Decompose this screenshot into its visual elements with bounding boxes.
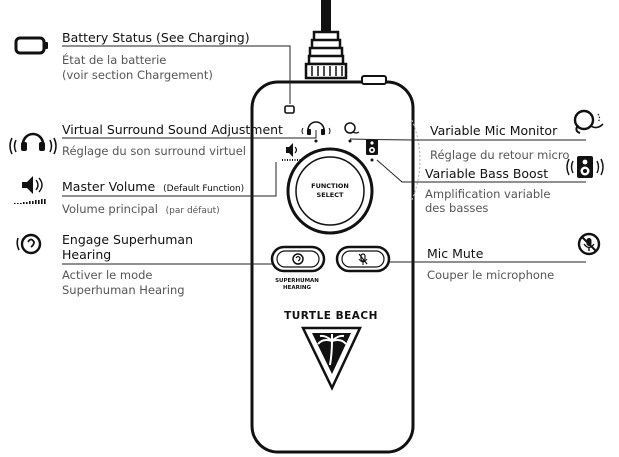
palm-tree-logo <box>301 326 362 391</box>
device-mic-monitor-icon <box>344 122 360 134</box>
battery-label-fr-line1: État de la batterie <box>62 52 166 67</box>
superhuman-label-fr-line2: Superhuman Hearing <box>62 283 185 297</box>
superhuman-label-line2: HEARING <box>283 285 312 291</box>
superhuman-hearing-icon <box>16 233 42 255</box>
button-superhuman-icon <box>292 253 304 265</box>
mic-mute-label-fr: Couper le microphone <box>427 268 554 282</box>
cable <box>304 0 348 80</box>
bass-label-fr-line1: Amplification variable <box>425 187 550 201</box>
leader-lines <box>62 45 586 265</box>
surround-led <box>314 139 318 143</box>
bass-label-fr-line2: des basses <box>425 201 488 215</box>
function-label-line2: SELECT <box>317 191 344 199</box>
mic-monitor-icon <box>573 109 604 134</box>
mic-monitor-label-en: Variable Mic Monitor <box>430 123 558 138</box>
volume-label-en-main: Master Volume <box>62 179 155 194</box>
superhuman-hearing-button[interactable] <box>270 245 326 273</box>
function-select-knob[interactable]: FUNCTION SELECT <box>286 147 374 235</box>
volume-label-fr: Volume principal (par défaut) <box>62 202 220 216</box>
bass-led <box>370 158 374 162</box>
superhuman-label-line1: SUPERHUMAN <box>275 278 319 284</box>
battery-led <box>284 105 295 114</box>
button-mic-mute-icon <box>358 253 368 265</box>
bass-label-en: Variable Bass Boost <box>425 166 548 181</box>
volume-icon <box>14 176 46 204</box>
bass-speaker-icon <box>566 156 604 178</box>
surround-label-fr: Réglage du son surround virtuel <box>62 144 246 158</box>
surround-label-en: Virtual Surround Sound Adjustment <box>62 122 283 137</box>
superhuman-label-en-line1: Engage Superhuman <box>62 232 193 247</box>
mic-monitor-led <box>348 139 352 143</box>
superhuman-label-fr-line1: Activer le mode <box>62 268 153 282</box>
battery-icon <box>14 36 48 55</box>
volume-label-fr-note: (par défaut) <box>166 205 220 216</box>
mic-mute-icon <box>577 232 601 256</box>
mic-monitor-label-fr: Réglage du retour micro <box>430 148 569 162</box>
device-headphones-icon <box>301 121 331 135</box>
volume-label-fr-main: Volume principal <box>62 202 158 216</box>
headphones-icon <box>9 132 57 155</box>
side-clip <box>361 75 387 85</box>
mic-mute-button[interactable] <box>335 245 391 273</box>
superhuman-label-en-line2: Hearing <box>62 247 111 262</box>
device-bass-icon <box>366 139 378 155</box>
function-label-line1: FUNCTION <box>311 182 349 190</box>
side-wheel <box>411 119 421 201</box>
volume-label-en-note: (Default Function) <box>163 184 244 194</box>
battery-label-en: Battery Status (See Charging) <box>62 30 250 45</box>
volume-label-en: Master Volume (Default Function) <box>62 179 244 194</box>
mic-mute-label-en: Mic Mute <box>427 246 484 261</box>
brand-wordmark: TURTLE BEACH <box>284 310 378 322</box>
battery-label-fr-line2: (voir section Chargement) <box>62 68 213 82</box>
